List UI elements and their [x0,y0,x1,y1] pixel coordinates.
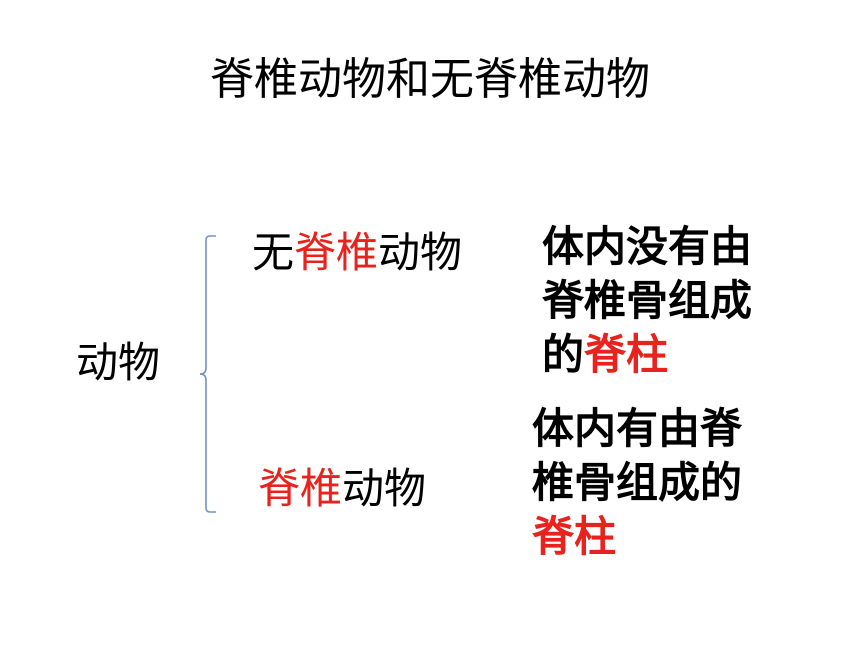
invertebrate-prefix: 无 [252,228,295,277]
invertebrate-desc-line1: 体内没有由 [542,222,753,271]
left-brace [199,235,216,513]
invertebrate-label: 无脊椎动物 [252,226,462,280]
vertebrate-desc-line2: 椎骨组成的 [532,458,743,507]
vertebrate-suffix: 动物 [342,464,427,513]
vertebrate-label: 脊椎动物 [258,462,426,516]
invertebrate-description: 体内没有由 脊椎骨组成 的脊柱 [542,220,802,382]
invertebrate-suffix: 动物 [378,228,463,277]
vertebrate-desc-line3-highlight: 脊柱 [532,512,617,561]
vertebrate-desc-line1: 体内有由脊 [532,404,743,453]
vertebrate-highlight: 脊椎 [258,464,343,513]
invertebrate-desc-line3-plain: 的 [542,330,585,379]
invertebrate-desc-line3-highlight: 脊柱 [584,330,669,379]
invertebrate-desc-line3: 的脊柱 [542,328,802,382]
invertebrate-desc-line2: 脊椎骨组成 [542,276,753,325]
vertebrate-description: 体内有由脊 椎骨组成的 脊柱 [532,402,792,564]
slide-title: 脊椎动物和无脊椎动物 [210,54,650,105]
invertebrate-highlight: 脊椎 [294,228,379,277]
root-label: 动物 [76,338,161,387]
